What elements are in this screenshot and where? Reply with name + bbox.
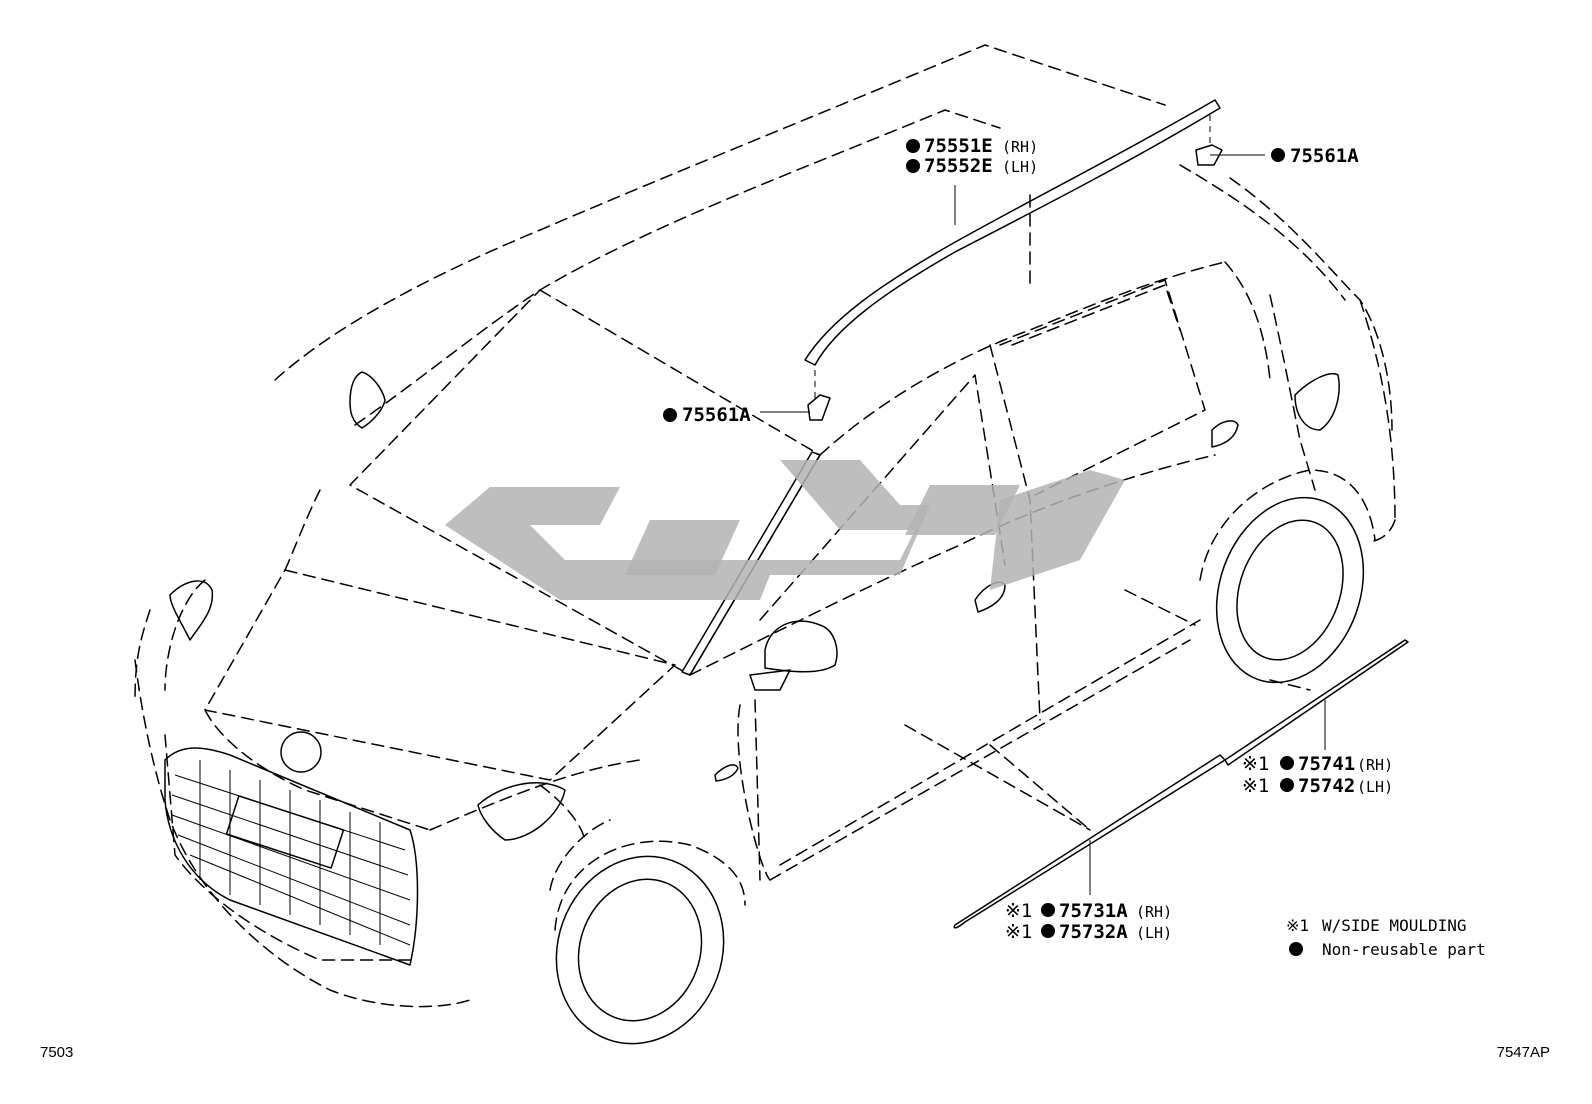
car-body-outline: [134, 44, 1396, 1008]
callout-clip-rear: 75561A: [1271, 145, 1359, 167]
non-reusable-bullet-icon: [1271, 148, 1285, 162]
side-moulding-mark: ※1: [1242, 753, 1269, 775]
non-reusable-bullet-icon: [906, 159, 920, 173]
part-number: 75561A: [682, 404, 751, 426]
side-label: (LH): [1136, 924, 1172, 942]
part-number: 75742: [1298, 775, 1355, 797]
diagram-code-right: 7547AP: [1497, 1044, 1550, 1061]
legend-symbol: ※1: [1286, 916, 1309, 935]
diagram-code-left: 7503: [40, 1044, 73, 1061]
part-number: 75732A: [1059, 921, 1128, 943]
side-moulding-mark: ※1: [1242, 775, 1269, 797]
part-number: 75552E: [924, 155, 993, 177]
legend: ※1 W/SIDE MOULDING Non-reusable part: [1286, 916, 1486, 959]
side-label: (LH): [1002, 158, 1038, 176]
side-moulding-mark: ※1: [1005, 921, 1032, 943]
side-label: (LH): [1357, 778, 1393, 796]
non-reusable-bullet-icon: [906, 139, 920, 153]
car-body-solid: [164, 99, 1409, 1045]
legend-text: W/SIDE MOULDING: [1322, 916, 1467, 935]
part-number: 75731A: [1059, 900, 1128, 922]
callout-front-lh: ※1 75732A (LH): [1005, 921, 1172, 943]
non-reusable-bullet-icon: [1280, 778, 1294, 792]
side-label: (RH): [1136, 903, 1172, 921]
callout-rear-rh: ※1 75741 (RH): [1242, 753, 1393, 775]
callout-roof-lh: 75552E (LH): [906, 155, 1038, 177]
callout-roof-rh: 75551E (RH): [906, 135, 1038, 157]
legend-text: Non-reusable part: [1322, 940, 1486, 959]
side-moulding-mark: ※1: [1005, 900, 1032, 922]
part-number: 75741: [1298, 753, 1355, 775]
non-reusable-bullet-icon: [1041, 903, 1055, 917]
side-label: (RH): [1002, 138, 1038, 156]
callout-clip-front: 75561A: [663, 404, 751, 426]
non-reusable-bullet-icon: [1041, 924, 1055, 938]
watermark-logo: [445, 460, 1125, 600]
callout-front-rh: ※1 75731A (RH): [1005, 900, 1172, 922]
side-label: (RH): [1357, 756, 1393, 774]
callout-rear-lh: ※1 75742 (LH): [1242, 775, 1393, 797]
part-number: 75561A: [1290, 145, 1359, 167]
part-number: 75551E: [924, 135, 993, 157]
non-reusable-bullet-icon: [1280, 756, 1294, 770]
non-reusable-bullet-icon: [1289, 942, 1303, 956]
non-reusable-bullet-icon: [663, 408, 677, 422]
